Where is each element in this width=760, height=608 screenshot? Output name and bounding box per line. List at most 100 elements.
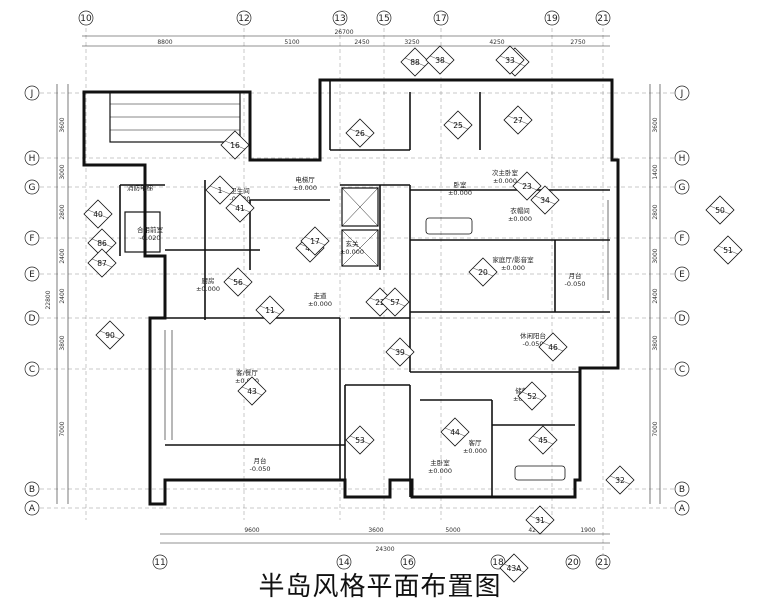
svg-text:合用前室: 合用前室 <box>137 225 164 234</box>
svg-text:25: 25 <box>453 121 463 130</box>
dimension-top-segment: 2750 <box>570 39 585 46</box>
dimension-right-segment: 2800 <box>652 204 659 219</box>
grid-bubble-top: 15 <box>376 10 392 26</box>
dimension-bottom-segment: 9600 <box>244 527 259 534</box>
dimension-top-segment: 2450 <box>354 39 369 46</box>
dimension-left-segment: 2400 <box>59 248 66 263</box>
svg-text:90: 90 <box>105 331 115 340</box>
svg-text:厨房: 厨房 <box>202 276 215 285</box>
svg-text:-0.050: -0.050 <box>250 465 271 473</box>
grid-bubble-top: 13 <box>332 10 348 26</box>
svg-text:±0.000: ±0.000 <box>428 467 452 475</box>
svg-text:10: 10 <box>80 14 92 24</box>
grid-bubble-left: H <box>24 150 40 166</box>
dimension-right-segment: 3800 <box>652 335 659 350</box>
elevation-tag: 25 <box>443 110 473 140</box>
svg-text:±0.000: ±0.000 <box>340 248 364 256</box>
svg-text:±0.000: ±0.000 <box>308 300 332 308</box>
svg-text:38: 38 <box>435 56 445 65</box>
svg-text:家庭厅/影音室: 家庭厅/影音室 <box>492 255 534 264</box>
svg-text:H: H <box>679 154 686 164</box>
elevation-tag: 53 <box>345 425 375 455</box>
svg-text:卫生间: 卫生间 <box>230 186 250 195</box>
elevation-tag: 43 <box>237 376 267 406</box>
svg-text:26: 26 <box>355 129 365 138</box>
svg-text:23: 23 <box>522 182 532 191</box>
elevation-tag: 39 <box>385 337 415 367</box>
svg-text:27: 27 <box>513 116 523 125</box>
svg-text:17: 17 <box>435 14 446 24</box>
svg-text:-0.050: -0.050 <box>565 280 586 288</box>
svg-text:16: 16 <box>402 558 414 568</box>
dimension-top-segment: 4250 <box>489 39 504 46</box>
svg-text:52: 52 <box>527 392 537 401</box>
elevation-tag: 32 <box>605 465 635 495</box>
room-label: 玄关±0.000 <box>340 239 364 256</box>
room-label: 月台-0.050 <box>565 271 586 288</box>
svg-text:51: 51 <box>723 246 733 255</box>
dimension-left-segment: 2800 <box>59 204 66 219</box>
svg-text:E: E <box>29 270 35 280</box>
elevation-tag: 27 <box>503 105 533 135</box>
dimension-top-total: 26700 <box>334 29 353 36</box>
svg-text:33: 33 <box>505 56 515 65</box>
grid-bubble-left: C <box>24 361 40 377</box>
room-label: 走道±0.000 <box>308 291 332 308</box>
room-label: 消防电梯 <box>127 183 154 192</box>
svg-text:G: G <box>29 183 36 193</box>
grid-bubble-bottom: 16 <box>400 554 416 570</box>
dimension-bottom-segment: 5000 <box>445 527 460 534</box>
svg-text:B: B <box>679 485 685 495</box>
grid-bubble-right: B <box>674 481 690 497</box>
room-label: 客/餐厅±0.000 <box>235 368 259 385</box>
grid-bubble-right: H <box>674 150 690 166</box>
dimension-right-segment: 1400 <box>652 164 659 179</box>
svg-text:-0.020: -0.020 <box>140 234 161 242</box>
svg-text:20: 20 <box>567 558 579 568</box>
grid-bubble-top: 17 <box>433 10 449 26</box>
grid-bubble-bottom: 20 <box>565 554 581 570</box>
dimension-bottom-total: 24300 <box>375 546 394 553</box>
svg-text:C: C <box>679 365 685 375</box>
svg-text:电梯厅: 电梯厅 <box>295 175 315 184</box>
elevation-tag: 20 <box>468 257 498 287</box>
elevation-tag: 51 <box>713 235 743 265</box>
dimension-top-segment: 8800 <box>157 39 172 46</box>
svg-text:月台: 月台 <box>569 271 582 280</box>
svg-text:A: A <box>679 504 686 514</box>
svg-text:J: J <box>680 89 684 99</box>
svg-text:12: 12 <box>238 14 249 24</box>
dimension-top-segment: 5100 <box>284 39 299 46</box>
svg-text:次主卧室: 次主卧室 <box>492 168 519 177</box>
grid-bubble-top: 10 <box>78 10 94 26</box>
svg-text:G: G <box>679 183 686 193</box>
svg-text:32: 32 <box>615 476 625 485</box>
svg-text:16: 16 <box>230 141 240 150</box>
svg-text:46: 46 <box>548 343 558 352</box>
dimension-top-segment: 3250 <box>404 39 419 46</box>
grid-bubble-right: G <box>674 179 690 195</box>
svg-text:43: 43 <box>247 387 257 396</box>
svg-text:87: 87 <box>97 259 107 268</box>
svg-text:57: 57 <box>390 298 400 307</box>
svg-text:53: 53 <box>355 436 365 445</box>
grid-bubble-top: 21 <box>595 10 611 26</box>
svg-text:J: J <box>30 89 34 99</box>
elevation-tag: 1 <box>205 175 235 205</box>
elevation-tag: 23 <box>512 171 542 201</box>
dimension-right-segment: 3000 <box>652 248 659 263</box>
grid-bubble-right: D <box>674 310 690 326</box>
dimension-right-segment: 3600 <box>652 117 659 132</box>
svg-text:±0.000: ±0.000 <box>493 177 517 185</box>
elevation-tag: 40 <box>83 199 113 229</box>
elevation-tag: 34 <box>530 185 560 215</box>
svg-text:±0.000: ±0.000 <box>196 285 220 293</box>
room-label: 月台-0.050 <box>250 456 271 473</box>
grid-bubble-bottom: 11 <box>152 554 168 570</box>
dimension-left-total: 22800 <box>45 290 52 309</box>
elevation-tag: 26 <box>345 118 375 148</box>
dimension-bottom-segment: 3600 <box>368 527 383 534</box>
grid-bubble-right: E <box>674 266 690 282</box>
